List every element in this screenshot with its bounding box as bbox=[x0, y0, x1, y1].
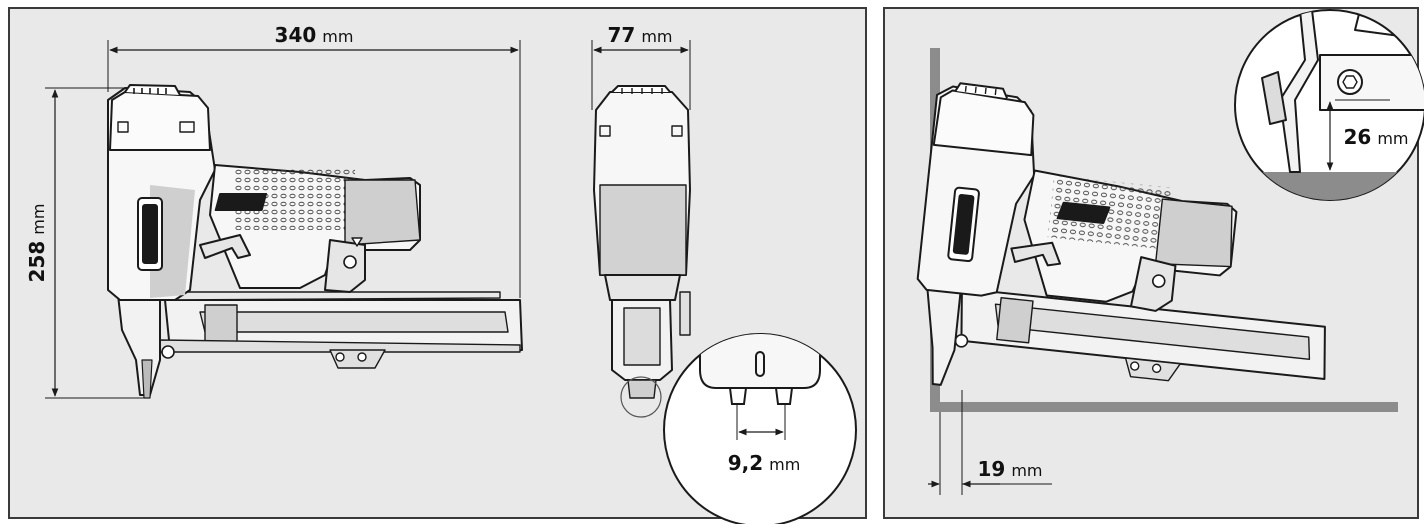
dimension-height: 258mm bbox=[25, 87, 145, 399]
stapler-against-wall bbox=[916, 82, 1326, 386]
stapler-side-view bbox=[107, 84, 523, 399]
height-label: 258mm bbox=[25, 204, 49, 283]
stapler-front-view bbox=[593, 85, 691, 418]
floor bbox=[930, 402, 1398, 412]
